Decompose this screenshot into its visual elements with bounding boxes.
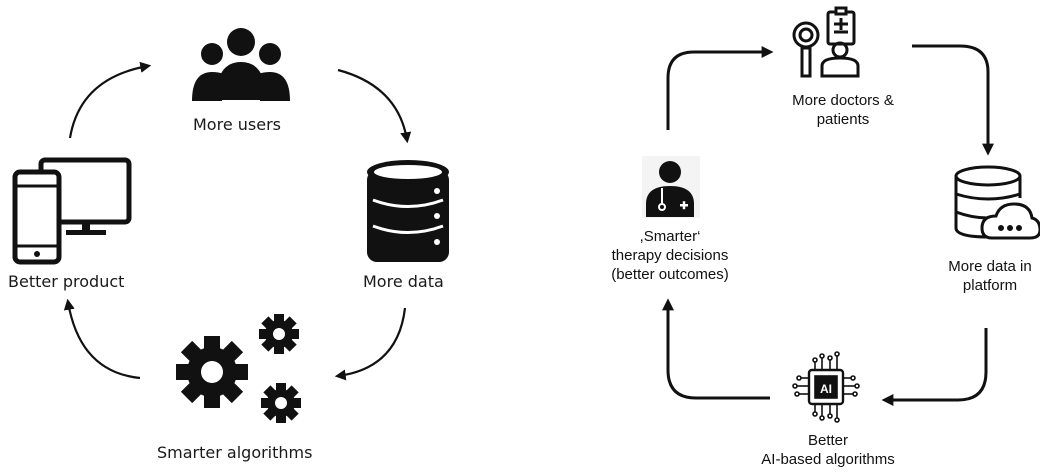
right-cycle-arrows [662,44,994,406]
label-line: More doctors & [792,92,894,109]
database-icon [367,160,449,262]
label-line: therapy decisions [611,246,729,264]
label-line: More data in [948,258,1032,275]
arrow-data-to-algorithms [334,307,407,381]
cloud-database-icon [954,165,1040,240]
node-label-better-product: Better product [8,272,125,291]
arrow-doctors-to-data [912,44,994,156]
arrow-decisions-to-doctors [666,46,774,130]
node-label-smarter-algorithms: Smarter algorithms [157,443,313,462]
node-label-more-data: More data [363,272,444,291]
doctor-icon [642,156,700,218]
node-label-smarter-therapy-decisions: ,Smarter‘ therapy decisions (better outc… [585,228,755,284]
label-line: AI-based algorithms [761,450,895,468]
arrow-data-to-ai [881,328,988,406]
node-label-better-ai-algorithms: Better AI-based algorithms [748,432,908,470]
ai-chip-icon: AI [792,351,860,423]
label-line: patients [816,110,870,128]
gears-icon [176,314,301,423]
arrow-users-to-data [337,68,412,144]
arrow-algorithms-to-product [63,298,141,380]
arrow-product-to-users [68,61,152,139]
label-line: Better [807,432,849,449]
node-label-more-doctors-patients: More doctors & patients [768,92,918,130]
node-label-more-users: More users [193,115,281,134]
label-line: (better outcomes) [611,265,729,283]
svg-text:AI: AI [820,382,832,396]
label-line: platform [962,276,1018,294]
users-icon [192,28,290,101]
arrow-ai-to-decisions [662,298,770,400]
devices-icon [12,157,132,265]
doctors-patients-icon [792,6,860,78]
label-line: ,Smarter‘ [639,228,701,245]
left-cycle-arrows [63,61,412,381]
node-label-more-data-in-platform: More data in platform [940,258,1040,296]
